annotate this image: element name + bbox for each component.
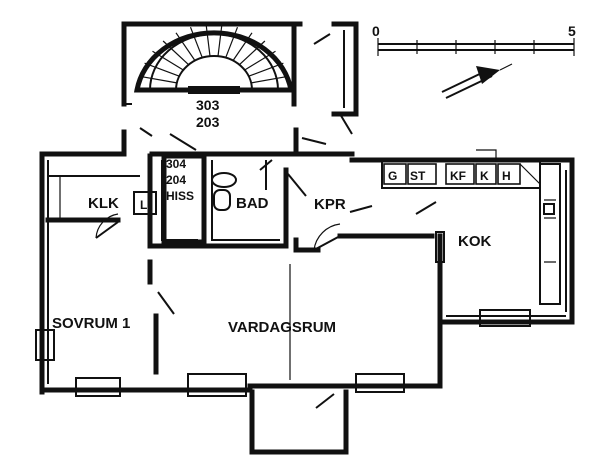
lift-shaft: [161, 153, 207, 245]
kitchen-unit-kf: KF: [450, 169, 466, 183]
stair-tread: [162, 40, 190, 66]
stair-tread: [225, 26, 239, 58]
room-label-klk: KLK: [88, 195, 119, 212]
stair-tread: [152, 50, 184, 71]
kitchen-counter: [381, 149, 561, 305]
scale-bar: 0 5: [372, 23, 576, 56]
kitchen-unit-st: ST: [410, 169, 426, 183]
stair-tread: [251, 75, 289, 84]
stair-landing: [121, 21, 359, 157]
north-arrow-icon: [441, 63, 513, 99]
room-label-kok: KOK: [458, 233, 492, 250]
stair-tread: [248, 62, 284, 77]
stair-tread: [139, 75, 177, 84]
kitchen-unit-k: K: [480, 169, 489, 183]
stair-tread: [238, 40, 266, 66]
stair-tread: [232, 32, 253, 61]
room-label-l: L: [140, 198, 147, 212]
room-label-sovrum: SOVRUM 1: [52, 315, 130, 332]
scale-start-label: 0: [372, 23, 380, 39]
stair-tread: [217, 24, 223, 57]
lift-number-top: 304: [166, 157, 186, 171]
stair-tread: [175, 32, 196, 61]
windows: [35, 309, 531, 397]
interior-walls: [45, 153, 445, 375]
kitchen-unit-g: G: [388, 169, 397, 183]
stair-tread: [205, 24, 211, 57]
stair-lower-number: 203: [196, 114, 220, 130]
stair-upper-number: 303: [196, 97, 220, 113]
room-label-vardagsrum: VARDAGSRUM: [228, 319, 336, 336]
balcony: [249, 389, 349, 455]
lift-number-middle: 204: [166, 173, 186, 187]
stair-tread: [189, 26, 203, 58]
lift-label-hiss: HISS: [166, 189, 194, 203]
scale-end-label: 5: [568, 23, 576, 39]
stair-tread: [244, 50, 276, 71]
room-label-bad: BAD: [236, 195, 269, 212]
spiral-stair: [133, 24, 295, 94]
doors: [95, 33, 437, 409]
kitchen-unit-h: H: [502, 169, 511, 183]
room-label-kpr: KPR: [314, 196, 346, 213]
wardrobe: [59, 176, 157, 220]
stair-tread: [144, 62, 180, 77]
exterior-walls: [39, 151, 575, 395]
